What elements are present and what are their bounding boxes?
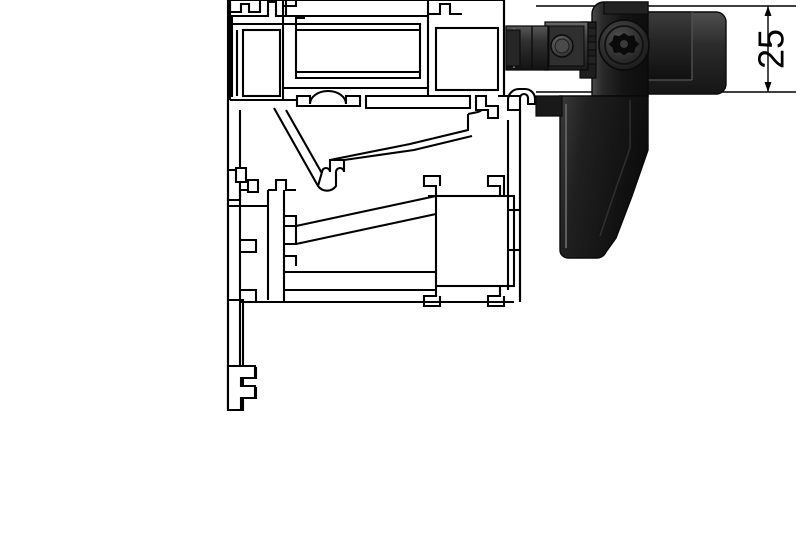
- lower-divider-teeth-2: [284, 254, 298, 266]
- gasket-hook-curl: [316, 158, 346, 192]
- dimension-25: 25: [536, 5, 796, 93]
- gasket-upper-arm2: [343, 134, 473, 162]
- mid-right-hook: [506, 87, 537, 112]
- lower-slanted-web-left-tab: [284, 224, 298, 246]
- hinge-leg-top-notch: [535, 95, 563, 117]
- pivot-pin-inner: [554, 38, 570, 54]
- lower-right-chamber-notch-tr: [486, 174, 506, 196]
- hinge-lower-leg: [559, 95, 649, 259]
- hinge-connector-teeth: [587, 27, 597, 65]
- lower-left-notch-b: [240, 288, 258, 304]
- lower-slanted-web-bottom: [295, 212, 437, 246]
- lower-left-notch-a: [240, 238, 258, 254]
- seal-shelf-right: [364, 94, 472, 110]
- torx-socket-center: [620, 40, 628, 48]
- seal-dome-groove: [295, 89, 362, 108]
- lower-right-chamber-notch-tl: [422, 174, 442, 198]
- upper-chamber-notch-tl: [283, 16, 305, 26]
- hinge-leg-crease: [599, 100, 631, 237]
- hinge-top-strip: [603, 1, 649, 15]
- lower-right-chamber: [434, 194, 516, 288]
- gasket-diagonal-left: [273, 107, 319, 187]
- hinge-hardware-group: [505, 1, 727, 259]
- upper-left-top-groove: [228, 0, 262, 14]
- upper-bottom-right-hook: [474, 94, 500, 120]
- lower-slanted-web-top: [295, 194, 437, 228]
- profile-linework: [226, 0, 543, 412]
- lower-divider-notch-top: [268, 178, 296, 192]
- upper-right-chamber: [434, 26, 500, 92]
- dimension-arrow-bottom: [764, 82, 772, 92]
- torx-screw-ring: [604, 25, 644, 65]
- gasket-upper-arm: [329, 114, 470, 162]
- profile-outer-silhouette: [226, 0, 258, 412]
- lower-divider-teeth-1: [284, 214, 298, 226]
- upper-left-chamber: [241, 28, 282, 98]
- lower-left-small-hook: [234, 166, 260, 194]
- upper-frame-top-web: [283, 0, 298, 8]
- hinge-cover-cap-panel: [644, 11, 693, 81]
- dimension-arrow-top: [764, 6, 772, 16]
- profile-edge-overlay: [502, 0, 522, 302]
- upper-right-top-groove: [428, 2, 462, 16]
- lower-left-bottom-hook: [226, 364, 257, 412]
- dimension-label-25: 25: [751, 29, 792, 69]
- arm-pin-block: [505, 29, 521, 67]
- upper-frame-top-rail: [227, 0, 288, 18]
- upper-main-chamber: [294, 22, 422, 80]
